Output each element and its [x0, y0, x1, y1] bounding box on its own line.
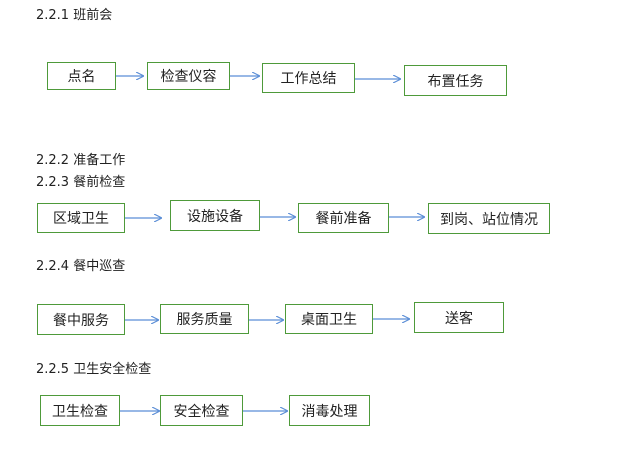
- heading-2-2-3: 2.2.3 餐前检查: [36, 175, 126, 190]
- step-work-summary: 工作总结: [262, 63, 355, 93]
- step-check-appearance: 检查仪容: [147, 62, 230, 90]
- step-roll-call: 点名: [47, 62, 116, 90]
- step-disinfection: 消毒处理: [289, 395, 370, 426]
- step-table-hygiene: 桌面卫生: [285, 304, 373, 334]
- heading-2-2-2: 2.2.2 准备工作: [36, 153, 126, 168]
- step-area-hygiene: 区域卫生: [37, 203, 125, 233]
- step-staff-positioning: 到岗、站位情况: [428, 203, 550, 234]
- heading-2-2-5: 2.2.5 卫生安全检查: [36, 362, 152, 377]
- heading-2-2-1: 2.2.1 班前会: [36, 8, 113, 23]
- step-see-off-guests: 送客: [414, 302, 504, 333]
- step-facilities: 设施设备: [170, 200, 260, 231]
- step-safety-check: 安全检查: [160, 395, 243, 426]
- heading-2-2-4: 2.2.4 餐中巡查: [36, 259, 126, 274]
- step-pre-meal-prep: 餐前准备: [298, 203, 389, 233]
- step-service-quality: 服务质量: [160, 304, 249, 334]
- step-dining-service: 餐中服务: [37, 304, 125, 335]
- step-assign-tasks: 布置任务: [404, 65, 507, 96]
- step-hygiene-check: 卫生检查: [40, 395, 120, 426]
